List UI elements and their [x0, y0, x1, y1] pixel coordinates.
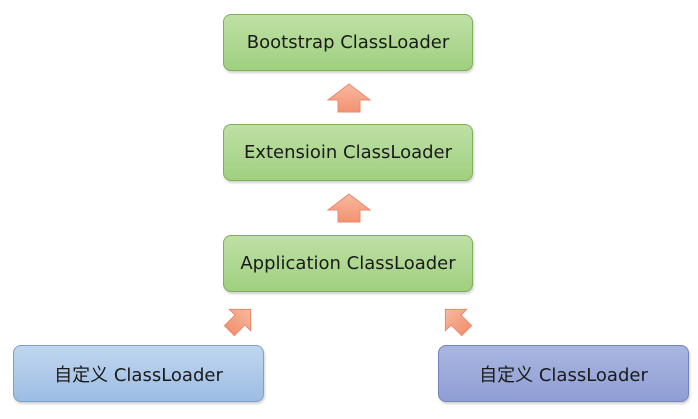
extension-classloader-node: Extensioin ClassLoader [223, 124, 473, 181]
application-classloader-node: Application ClassLoader [223, 235, 473, 292]
application-classloader-label: Application ClassLoader [240, 253, 456, 274]
custom-classloader-right-label: 自定义 ClassLoader [479, 364, 648, 386]
custom-classloader-left-label: 自定义 ClassLoader [54, 364, 223, 386]
arrow-diagonal-up-left-icon [444, 308, 473, 337]
arrow-up-icon [326, 83, 372, 113]
arrow-diagonal-up-right-icon [223, 308, 252, 337]
bootstrap-classloader-label: Bootstrap ClassLoader [246, 32, 450, 53]
arrow-up-icon [326, 193, 372, 223]
custom-classloader-right-node: 自定义 ClassLoader [438, 345, 689, 402]
bootstrap-classloader-node: Bootstrap ClassLoader [223, 14, 473, 71]
custom-classloader-left-node: 自定义 ClassLoader [13, 345, 264, 402]
extension-classloader-label: Extensioin ClassLoader [243, 142, 453, 163]
